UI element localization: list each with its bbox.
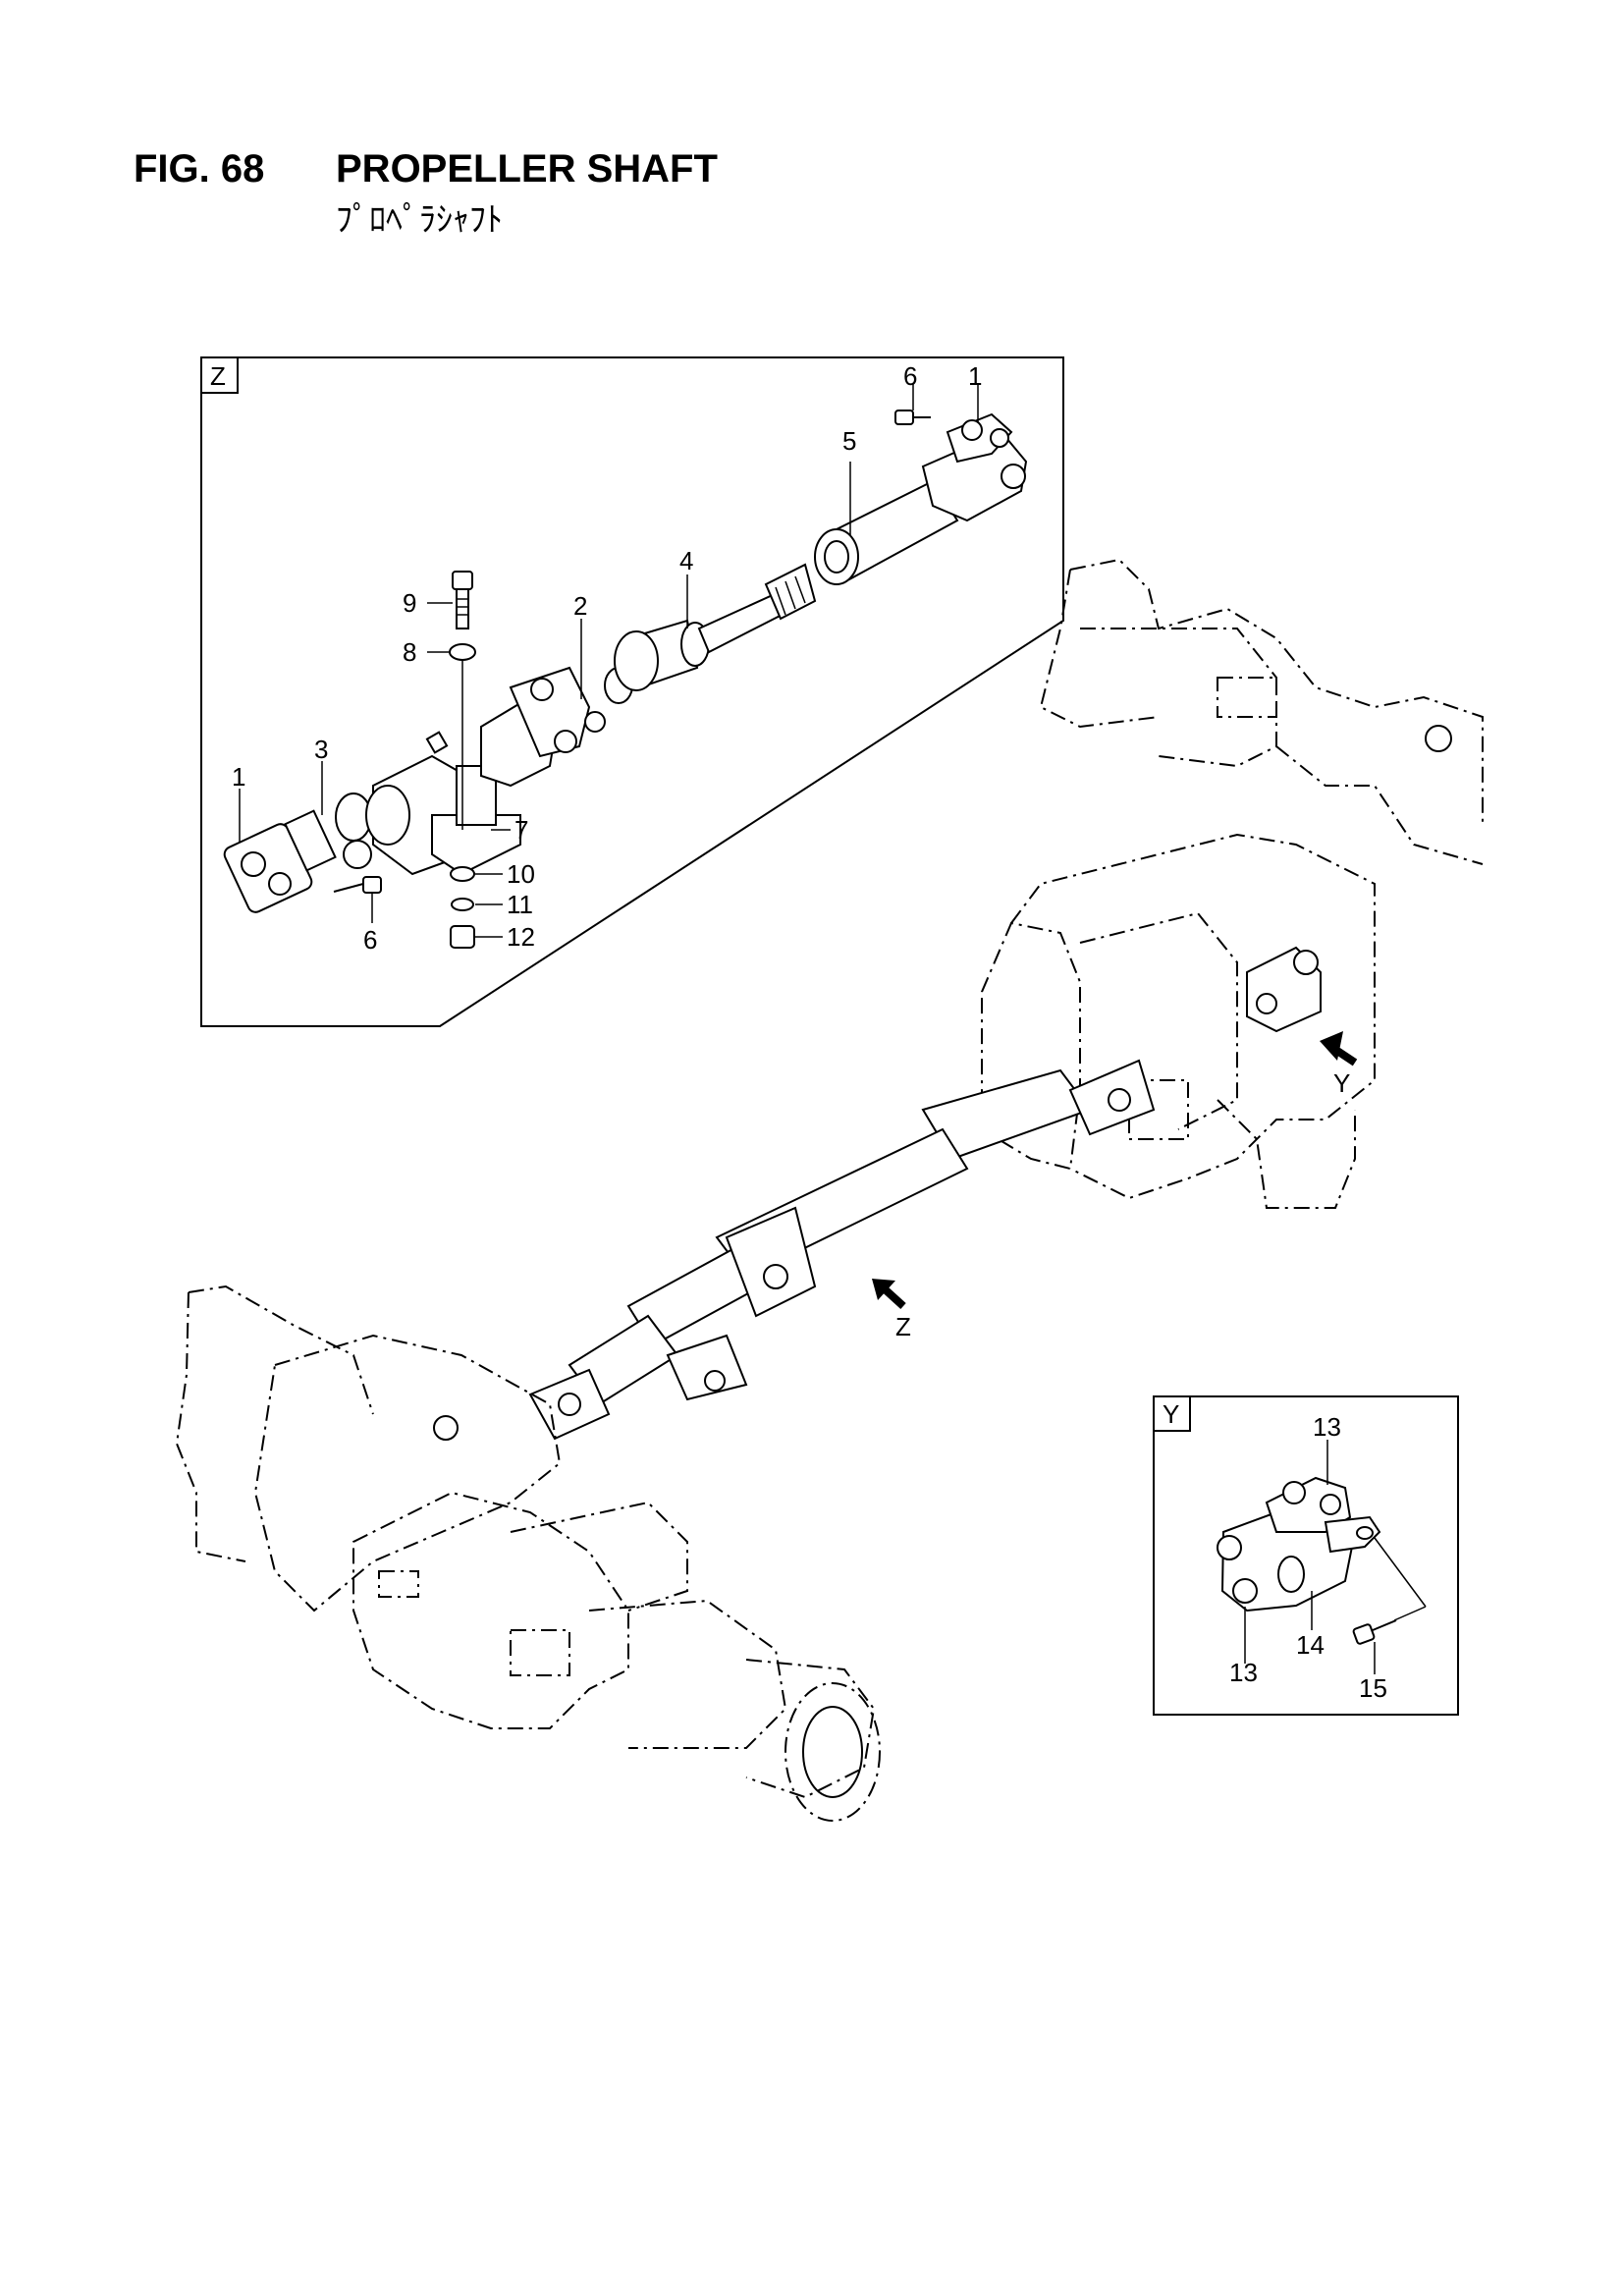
main-assembly-view: Y Z (175, 558, 1484, 1822)
view-arrow-y: Y (1320, 1031, 1358, 1098)
bolt-part-9 (452, 571, 473, 629)
callout-9: 9 (403, 588, 416, 618)
center-bearing (365, 731, 521, 876)
callout-5: 5 (842, 426, 856, 456)
bolt-part-6-top (894, 410, 931, 425)
callout-14: 14 (1296, 1630, 1325, 1660)
universal-joint-middle (480, 666, 606, 788)
washer-part-10 (450, 866, 475, 882)
universal-joint-front (921, 412, 1028, 522)
figure-subtitle: ﾌﾟﾛﾍﾟﾗｼｬﾌﾄ (336, 200, 503, 240)
callout-15: 15 (1359, 1673, 1387, 1703)
detail-z-label: Z (210, 361, 226, 391)
callout-7: 7 (514, 815, 528, 845)
tube-part-5 (814, 479, 959, 585)
arrow-y-label: Y (1333, 1068, 1350, 1098)
callout-6-bottom: 6 (363, 925, 377, 955)
callout-13-top: 13 (1313, 1412, 1341, 1442)
callout-2: 2 (573, 591, 587, 621)
propeller-shaft-main (528, 1059, 1156, 1441)
double-universal-joint (1217, 1476, 1381, 1613)
figure-title: PROPELLER SHAFT (336, 147, 718, 191)
callout-6-top: 6 (903, 361, 917, 391)
bolt-part-15 (1352, 1619, 1397, 1645)
yoke-part-3 (335, 793, 372, 869)
sleeve-part-4 (604, 563, 817, 704)
detail-y-panel: Y 13 13 14 15 (1153, 1395, 1459, 1716)
detail-z-frame (200, 356, 1064, 1027)
washer-part-8 (449, 643, 476, 661)
view-arrow-z: Z (872, 1279, 911, 1341)
callout-1-front: 1 (968, 361, 982, 391)
detail-z-panel: Z (200, 356, 1064, 1027)
callout-13-bottom: 13 (1229, 1658, 1258, 1687)
callout-4: 4 (679, 546, 693, 575)
detail-z-label-box (200, 356, 239, 394)
callout-8: 8 (403, 637, 416, 667)
bolt-part-6-bottom (333, 876, 382, 894)
callout-10: 10 (507, 859, 535, 889)
callout-3: 3 (314, 735, 328, 764)
nut-part-12 (450, 925, 475, 949)
front-axle-outline (175, 1285, 881, 1822)
callout-1-rear: 1 (232, 762, 245, 792)
arrow-z-label: Z (895, 1312, 911, 1341)
detail-y-label-box (1153, 1395, 1191, 1432)
detail-y-leaders (1244, 1440, 1427, 1674)
callout-12: 12 (507, 922, 535, 952)
figure-number: FIG. 68 (134, 147, 265, 191)
detail-y-frame (1153, 1395, 1459, 1716)
callout-11: 11 (507, 890, 533, 919)
detail-z-leaders (239, 383, 979, 938)
transmission-outline (981, 833, 1376, 1209)
universal-joint-rear (223, 809, 337, 913)
spring-washer-part-11 (451, 898, 474, 911)
rear-housing-outline (1039, 558, 1484, 865)
detail-y-label: Y (1163, 1399, 1179, 1429)
